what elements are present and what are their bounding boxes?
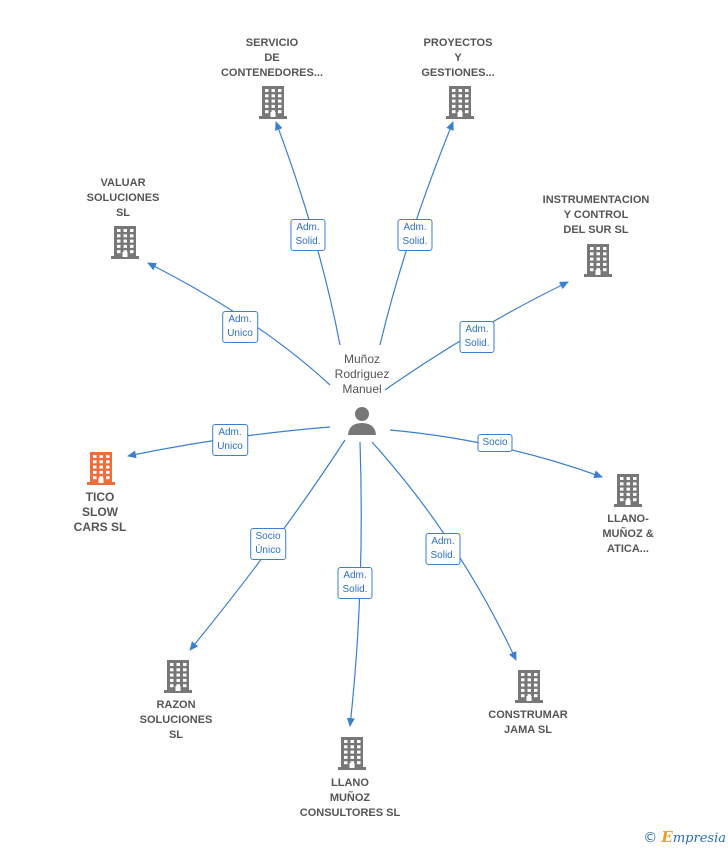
brand-initial: E: [661, 828, 673, 846]
company-label-razon[interactable]: RAZON SOLUCIONES SL: [139, 699, 213, 741]
building-icon[interactable]: [583, 243, 613, 282]
person-icon[interactable]: [347, 406, 377, 441]
building-icon[interactable]: [163, 659, 193, 698]
building-icon[interactable]: [258, 85, 288, 124]
brand-name: mpresia: [672, 831, 726, 846]
company-label-servicio[interactable]: SERVICIO DE CONTENEDORES...: [220, 37, 324, 79]
edge-label-razon: Socio Único: [250, 528, 286, 560]
edge-label-llano-consultores: Adm. Solid.: [337, 567, 373, 599]
company-label-llano-munoz-atica[interactable]: LLANO- MUÑOZ & ATICA...: [602, 513, 654, 555]
building-icon[interactable]: [514, 669, 544, 708]
building-icon[interactable]: [613, 473, 643, 512]
center-person-name[interactable]: Muñoz Rodriguez Manuel: [334, 352, 390, 396]
building-icon[interactable]: [110, 225, 140, 264]
edge-label-proyectos: Adm. Solid.: [397, 219, 433, 251]
company-label-valuar[interactable]: VALUAR SOLUCIONES SL: [86, 177, 160, 219]
building-icon[interactable]: [445, 85, 475, 124]
copyright-icon: ©: [643, 830, 658, 846]
edge-label-llano-munoz-atica: Socio: [477, 434, 513, 452]
company-label-llano-consultores[interactable]: LLANO MUÑOZ CONSULTORES SL: [299, 777, 401, 819]
building-icon[interactable]: [86, 451, 116, 490]
edge-label-servicio: Adm. Solid.: [290, 219, 326, 251]
edge-label-instrumentacion: Adm. Solid.: [459, 321, 495, 353]
company-label-instrumentacion[interactable]: INSTRUMENTACION Y CONTROL DEL SUR SL: [542, 194, 650, 236]
company-label-tico[interactable]: TICO SLOW CARS SL: [73, 490, 127, 534]
company-label-construmar[interactable]: CONSTRUMAR JAMA SL: [488, 709, 568, 736]
edge-label-tico: Adm. Unico: [212, 424, 248, 456]
building-icon[interactable]: [337, 736, 367, 775]
footer-brand: © Empresia: [643, 828, 726, 846]
edge-label-construmar: Adm. Solid.: [425, 533, 461, 565]
company-label-proyectos[interactable]: PROYECTOS Y GESTIONES...: [421, 37, 495, 79]
edge-label-valuar: Adm. Unico: [222, 311, 258, 343]
